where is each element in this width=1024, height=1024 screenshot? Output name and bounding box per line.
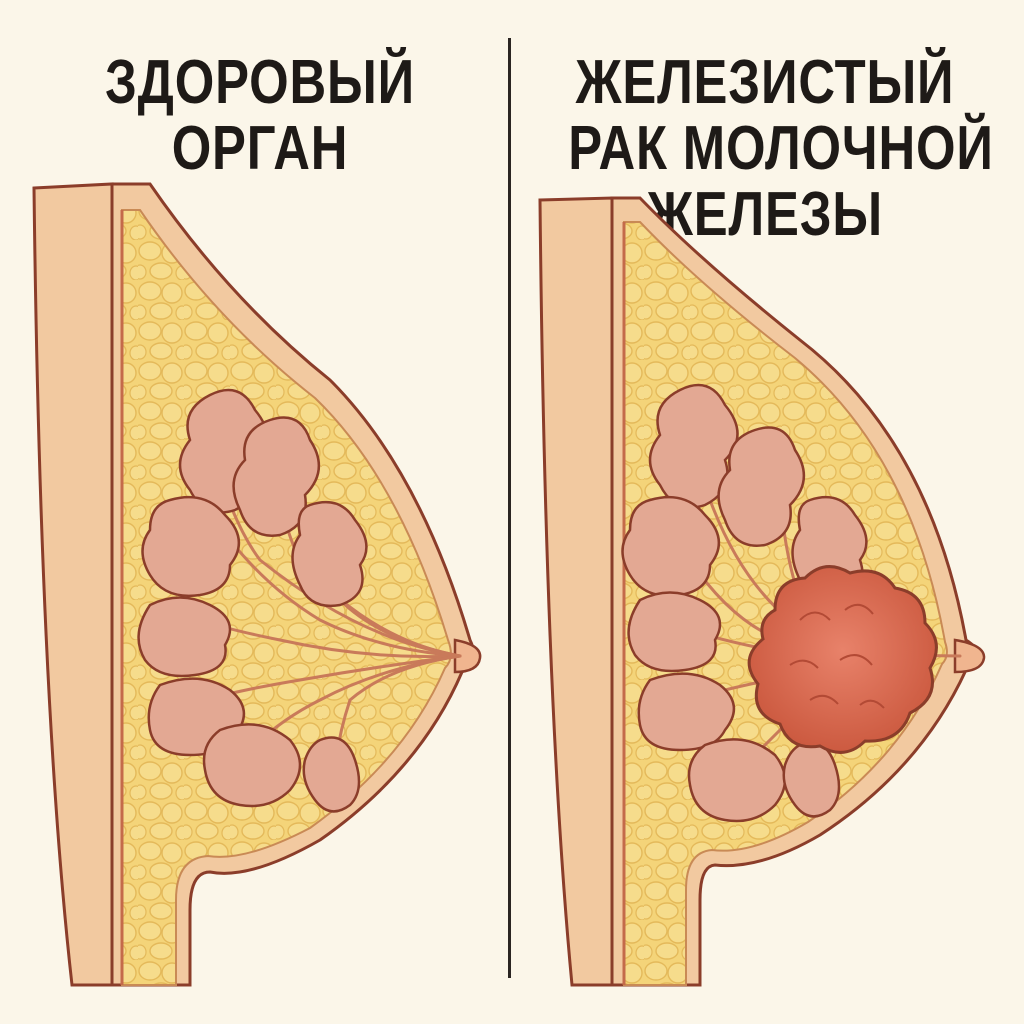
panel-title-cancer: ЖЕЛЕЗИСТЫЙ РАК МОЛОЧНОЙ ЖЕЛЕЗЫ bbox=[568, 48, 994, 249]
tumor bbox=[747, 565, 938, 754]
panel-divider bbox=[508, 38, 511, 978]
chest-wall bbox=[538, 196, 614, 987]
nipple bbox=[453, 638, 482, 674]
title-line: РАК МОЛОЧНОЙ bbox=[568, 114, 994, 183]
title-line: ОРГАН bbox=[171, 114, 349, 183]
title-line: ЗДОРОВЫЙ bbox=[104, 48, 415, 117]
title-line: ЖЕЛЕЗИСТЫЙ bbox=[575, 48, 955, 117]
lobules bbox=[621, 383, 868, 823]
nipple bbox=[953, 638, 986, 674]
title-line: ЖЕЛЕЗЫ bbox=[646, 180, 883, 249]
chest-wall bbox=[32, 182, 114, 987]
panel-title-healthy: ЗДОРОВЫЙ ОРГАН bbox=[80, 50, 441, 182]
lobules bbox=[137, 388, 368, 813]
